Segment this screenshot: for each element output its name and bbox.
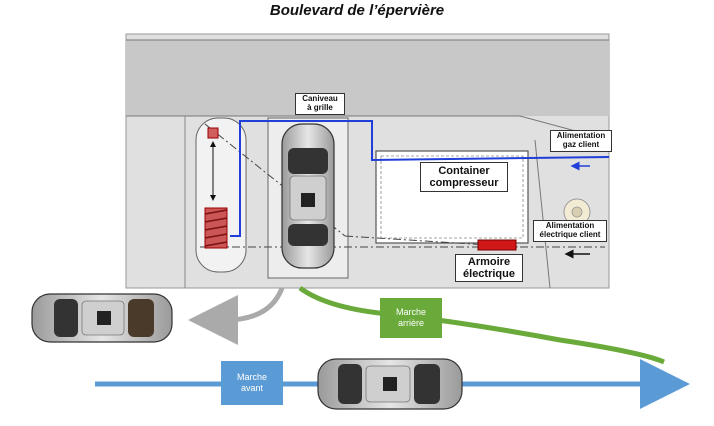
road bbox=[126, 40, 609, 116]
armoire-label: Armoire électrique bbox=[455, 254, 523, 283]
reverse-path bbox=[298, 285, 665, 365]
gas-supply-label-line2: gaz client bbox=[562, 139, 600, 149]
car-icon-exit bbox=[31, 293, 173, 343]
caniveau-label: Caniveau à grille bbox=[295, 93, 345, 115]
container-label: Container compresseur bbox=[420, 162, 508, 193]
gas-supply-label-line1: Alimentation bbox=[556, 131, 606, 140]
forward-tag: Marche avant bbox=[221, 361, 283, 405]
forward-tag-line2: avant bbox=[240, 383, 263, 393]
electrical-cabinet bbox=[477, 239, 517, 251]
electric-supply-label-line1: Alimentation bbox=[545, 221, 595, 230]
armoire-label-line1: Armoire bbox=[467, 256, 511, 268]
caniveau-label-line2: à grille bbox=[307, 102, 333, 112]
forward-tag-line1: Marche bbox=[236, 371, 267, 382]
container-label-line2: compresseur bbox=[429, 177, 499, 190]
caniveau-label-line1: Caniveau bbox=[302, 94, 338, 103]
container-label-line1: Container bbox=[438, 165, 490, 177]
site-plan bbox=[125, 33, 610, 289]
armoire-label-line2: électrique bbox=[463, 268, 515, 281]
reverse-tag-line2: arrière bbox=[397, 318, 424, 328]
barrier-icon bbox=[204, 127, 228, 249]
fire-hydrant-icon bbox=[563, 198, 591, 226]
electric-supply-label-line2: électrique client bbox=[539, 229, 601, 239]
electric-supply-label: Alimentation électrique client bbox=[533, 220, 607, 242]
reverse-tag: Marche arrière bbox=[380, 298, 442, 338]
car-icon-forward bbox=[317, 358, 463, 410]
car-icon-parked bbox=[281, 123, 335, 269]
reverse-tag-line1: Marche bbox=[395, 306, 426, 317]
exit-path-arrow bbox=[188, 287, 285, 345]
gas-supply-label: Alimentation gaz client bbox=[550, 130, 612, 152]
gas-pipe bbox=[230, 120, 610, 237]
diagram-title: Boulevard de l’épervière bbox=[269, 2, 445, 19]
